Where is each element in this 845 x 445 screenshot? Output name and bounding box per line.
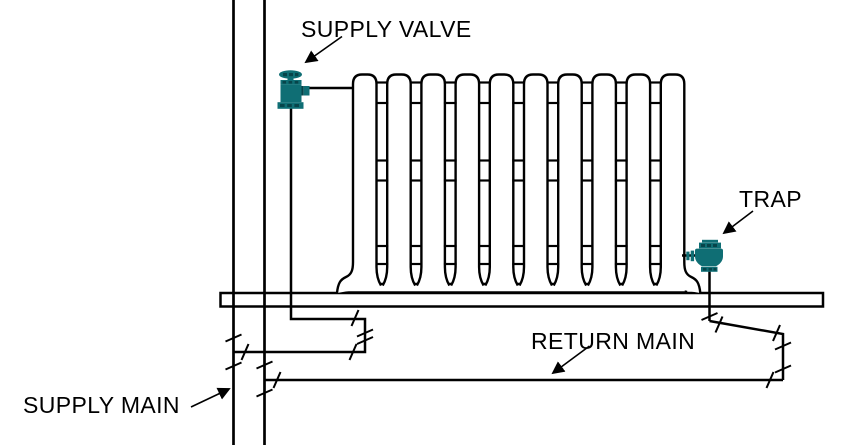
tick-mark bbox=[350, 309, 360, 327]
radiator-sections bbox=[335, 73, 702, 294]
tick-mark bbox=[765, 371, 775, 389]
tick-mark bbox=[225, 361, 242, 371]
return-main-label: RETURN MAIN bbox=[531, 328, 696, 354]
tick-mark bbox=[225, 333, 242, 343]
tick-mark bbox=[714, 316, 724, 333]
tick-mark bbox=[356, 336, 374, 345]
drip-offset-pipe bbox=[709, 319, 785, 380]
supply-main-leader-arrow bbox=[190, 387, 231, 408]
steam-trap-icon bbox=[682, 239, 723, 272]
radiator-section bbox=[621, 73, 656, 287]
radiator-section bbox=[381, 73, 417, 287]
radiator-section bbox=[484, 73, 519, 287]
radiator-section bbox=[335, 73, 383, 294]
supply-main-label: SUPPLY MAIN bbox=[23, 392, 180, 418]
tick-mark bbox=[272, 371, 282, 389]
radiator-section bbox=[450, 73, 485, 287]
pipe-tick-marks bbox=[225, 309, 792, 398]
tick-mark bbox=[348, 343, 358, 361]
supply-valve-leader-arrow bbox=[304, 35, 343, 64]
supply-valve-icon bbox=[277, 70, 310, 109]
tick-mark bbox=[356, 328, 374, 338]
radiator-section bbox=[586, 73, 622, 287]
supply-runout-piping bbox=[233, 86, 367, 354]
tick-mark bbox=[774, 364, 792, 374]
tick-mark bbox=[774, 341, 792, 351]
radiator-section bbox=[552, 73, 588, 287]
radiator-section-connectors bbox=[375, 81, 662, 266]
supply-valve-label: SUPPLY VALVE bbox=[301, 16, 472, 42]
tick-mark bbox=[240, 343, 250, 361]
return-main-leader-arrow bbox=[551, 345, 590, 375]
trap-label: TRAP bbox=[739, 186, 802, 212]
radiator-section bbox=[518, 73, 554, 287]
floor-line bbox=[219, 291, 825, 308]
radiator-section bbox=[655, 73, 702, 294]
supply-main-riser-pipe bbox=[232, 0, 266, 445]
leader-arrows bbox=[190, 35, 754, 408]
tick-mark bbox=[701, 312, 718, 321]
radiator bbox=[335, 73, 702, 294]
tick-mark bbox=[772, 324, 781, 342]
trap-leader-arrow bbox=[722, 210, 754, 235]
tick-mark bbox=[256, 360, 273, 370]
return-main-piping bbox=[264, 271, 785, 382]
tick-mark bbox=[256, 388, 273, 398]
radiator-section bbox=[415, 73, 451, 287]
